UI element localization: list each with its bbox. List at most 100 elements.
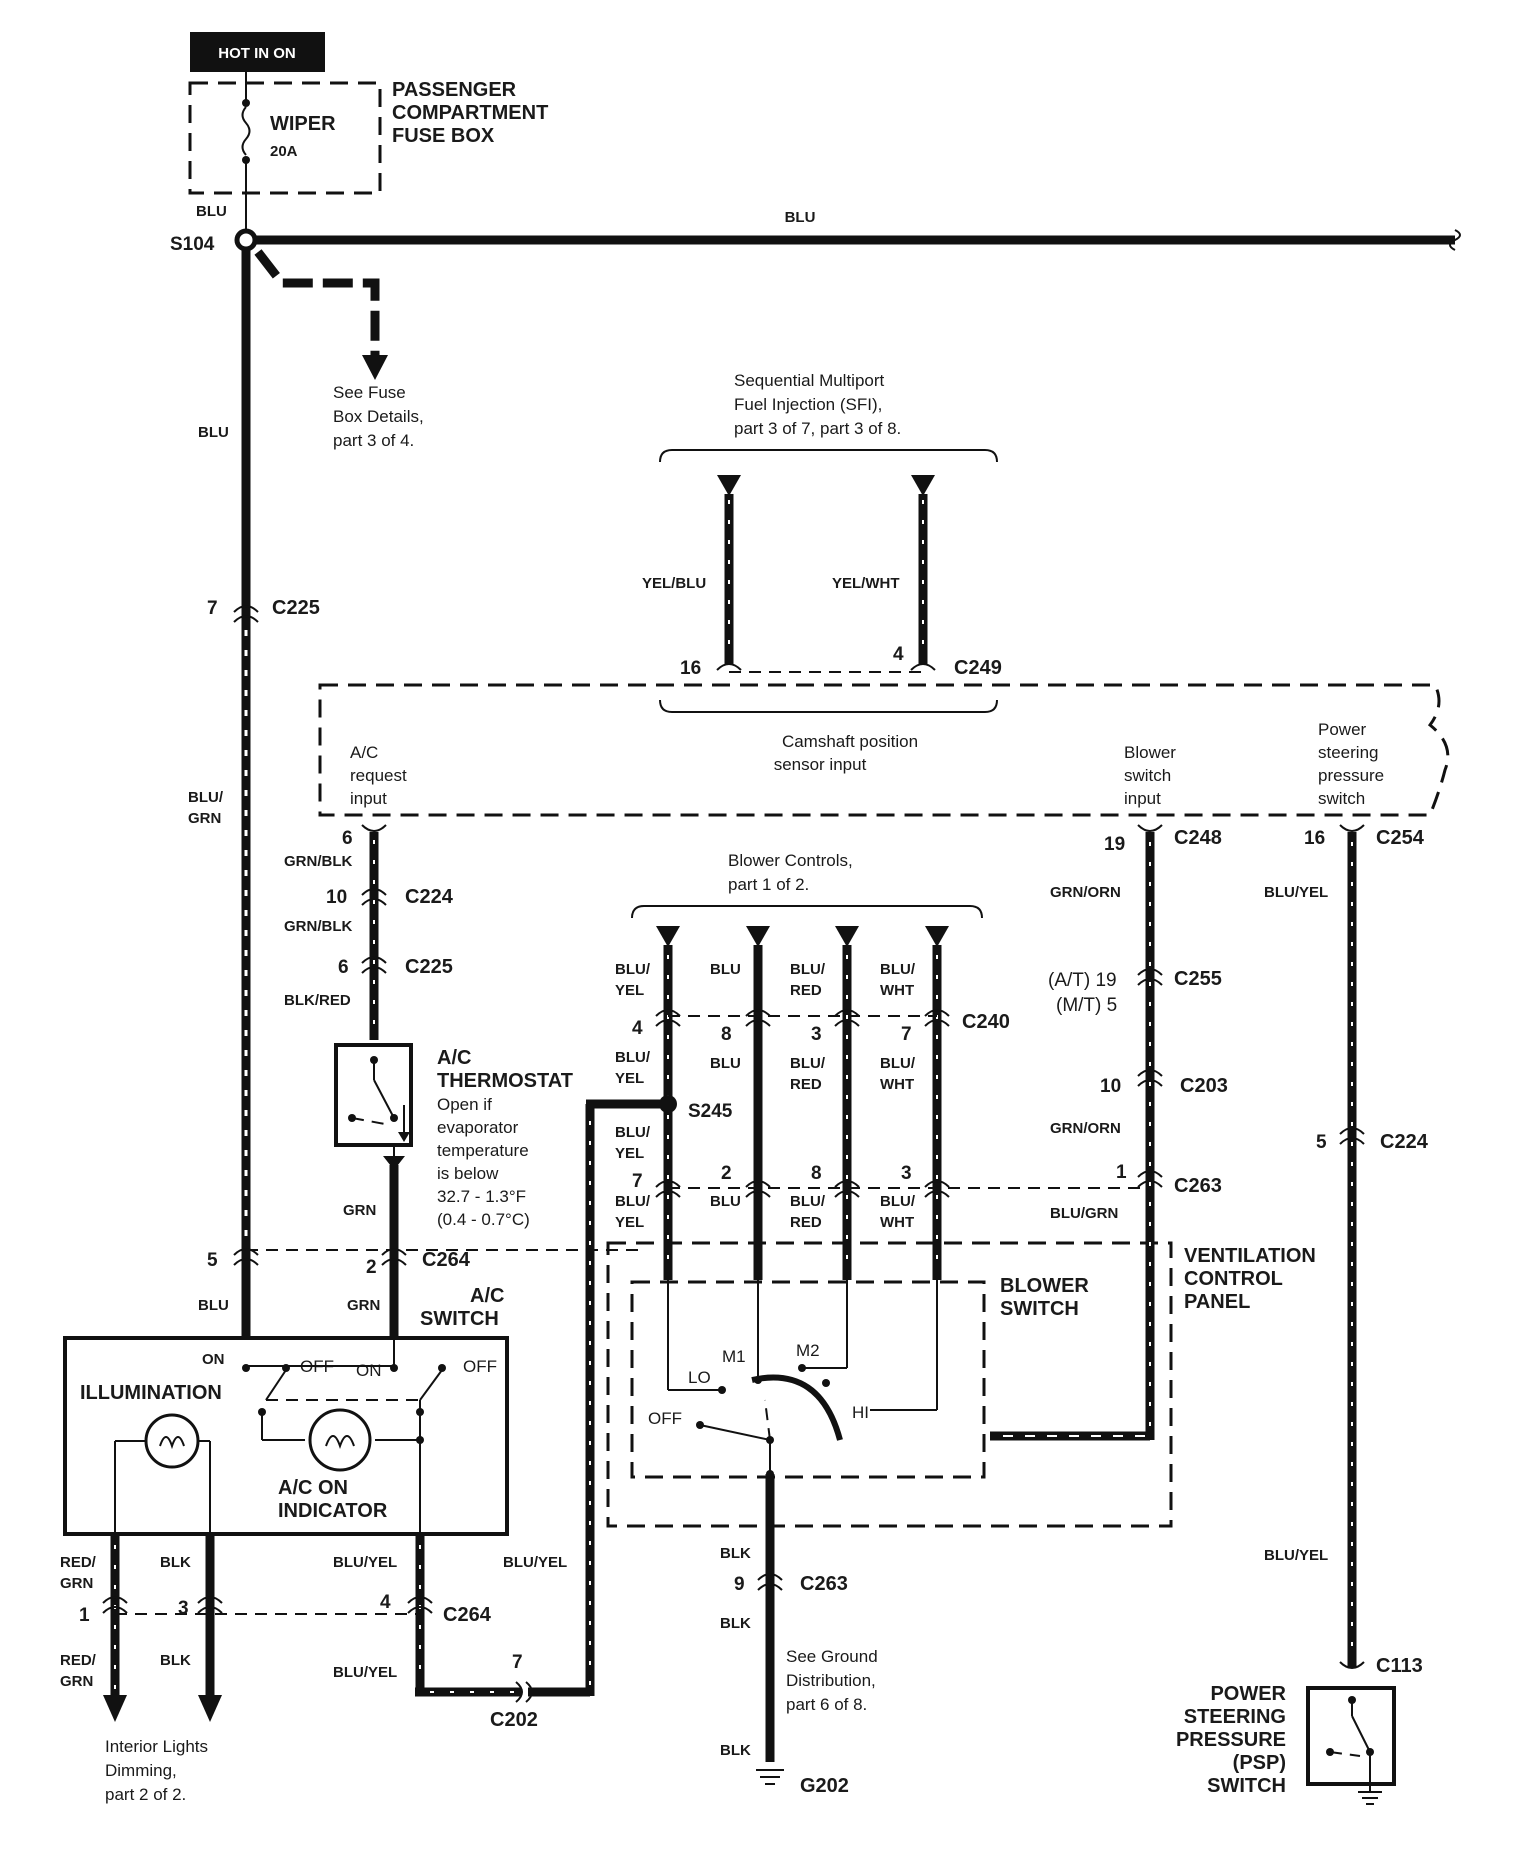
psp-switch-label-1: POWER — [1210, 1683, 1286, 1705]
c240-pin-3: 3 — [811, 1024, 822, 1045]
connector-c264-b: C264 — [443, 1604, 492, 1626]
fuse-icon — [241, 106, 251, 156]
fuse-box-title-1: PASSENGER — [392, 79, 517, 101]
c264-b-pin-4: 4 — [380, 1592, 391, 1613]
blower-r2-w4a: BLU/ — [880, 1055, 916, 1072]
ref-ground-2: Distribution, — [786, 1671, 876, 1690]
ref-interior-lights-2: Dimming, — [105, 1761, 177, 1780]
ref-blower-controls-2: part 1 of 2. — [728, 875, 809, 894]
fuse-box-title-3: FUSE BOX — [392, 125, 495, 147]
pcm-input-ac-request-1: A/C — [350, 743, 378, 762]
blower-r2-w4b: WHT — [880, 1076, 914, 1093]
switch-off-2: OFF — [463, 1357, 497, 1376]
blower-r3-w3a: BLU/ — [790, 1193, 826, 1210]
blower-position-m1: M1 — [722, 1347, 746, 1366]
c249-pin-16: 16 — [680, 658, 701, 679]
pcm-input-camshaft-2: sensor input — [774, 755, 867, 774]
connector-c255: C255 — [1174, 968, 1222, 990]
blower-r3-w1b: YEL — [615, 1214, 644, 1231]
ac-on-indicator-1: A/C ON — [278, 1477, 348, 1499]
blower-control-arrows — [656, 926, 949, 947]
pcm-module-outline — [318, 683, 1450, 817]
c225-pin-7: 7 — [207, 598, 218, 619]
wire-label-grn-orn-1: GRN/ORN — [1050, 884, 1121, 901]
ac-thermostat-desc-4: is below — [437, 1164, 499, 1183]
ground-g202-icon — [756, 1769, 784, 1785]
ac-thermostat-desc-5: 32.7 - 1.3°F — [437, 1187, 526, 1206]
blower-s245-a: BLU/ — [615, 1124, 651, 1141]
ventilation-panel-2: CONTROL — [1184, 1268, 1283, 1290]
blower-r3-w2: BLU — [710, 1193, 741, 1210]
ac-thermostat-desc-1: Open if — [437, 1095, 492, 1114]
c264-b-pin-3: 3 — [178, 1598, 189, 1619]
fuse-box-outline — [188, 81, 382, 195]
wire-label-blu-yel-2: BLU/YEL — [503, 1554, 567, 1571]
c224-pin-5: 5 — [1316, 1132, 1327, 1153]
connector-c203: C203 — [1180, 1075, 1228, 1097]
wire-label-grn-blk-1: GRN/BLK — [284, 853, 352, 870]
ac-thermostat-desc-2: evaporator — [437, 1118, 519, 1137]
ref-ground-1: See Ground — [786, 1647, 878, 1666]
c264-pin-5: 5 — [207, 1250, 218, 1271]
blower-r3-w4a: BLU/ — [880, 1193, 916, 1210]
blower-wires — [663, 945, 942, 1280]
c224-pin-10: 10 — [326, 887, 347, 908]
arrow-fuse-details — [362, 355, 388, 380]
wire-label-blu-yel-psp-2: BLU/YEL — [1264, 1547, 1328, 1564]
connector-c224-b: C224 — [1380, 1131, 1429, 1153]
ref-interior-lights-3: part 2 of 2. — [105, 1785, 186, 1804]
pcm-input-camshaft-1: Camshaft position — [782, 732, 918, 751]
ref-sfi-1: Sequential Multiport — [734, 371, 885, 390]
c264-pin-2: 2 — [366, 1257, 377, 1278]
blower-r3-w1a: BLU/ — [615, 1193, 651, 1210]
ref-sfi-2: Fuel Injection (SFI), — [734, 395, 882, 414]
blower-position-hi: HI — [852, 1403, 869, 1422]
ground-psp-icon — [1358, 1791, 1382, 1805]
wire-label-blu-yel-3: BLU/YEL — [333, 1664, 397, 1681]
ac-request-pin-6: 6 — [342, 828, 353, 849]
blower-switch-label-1: BLOWER — [1000, 1275, 1089, 1297]
fuse-box-title-2: COMPARTMENT — [392, 102, 548, 124]
wire-label-blk-2: BLK — [160, 1652, 191, 1669]
wire-label-blk-red: BLK/RED — [284, 992, 351, 1009]
ac-thermostat-title-2: THERMOSTAT — [437, 1070, 573, 1092]
ac-on-indicator-2: INDICATOR — [278, 1500, 388, 1522]
blower-r2-w2: BLU — [710, 1055, 741, 1072]
wire-label-blu-mid: BLU — [198, 424, 229, 441]
wire-label-red-grn-2a: RED/ — [60, 1652, 97, 1669]
c240-pin-8: 8 — [721, 1024, 732, 1045]
pcm-input-ac-request-3: input — [350, 789, 387, 808]
psp-switch-label-3: PRESSURE — [1176, 1729, 1286, 1751]
wire-label-yel-blu: YEL/BLU — [642, 575, 706, 592]
c263-pin-7: 7 — [632, 1171, 643, 1192]
wire-label-blu-right: BLU — [785, 209, 816, 226]
wire-label-blu-grn-2: GRN — [188, 810, 221, 827]
wire-label-blk-1: BLK — [160, 1554, 191, 1571]
ref-interior-lights-1: Interior Lights — [105, 1737, 208, 1756]
ac-thermostat-desc-6: (0.4 - 0.7°C) — [437, 1210, 530, 1229]
wire-label-grn-2: GRN — [347, 1297, 380, 1314]
power-source-label: HOT IN ON — [218, 45, 296, 62]
blower-r2-w3b: RED — [790, 1076, 822, 1093]
psp-switch-label-2: STEERING — [1184, 1706, 1286, 1728]
pcm-input-ps-3: pressure — [1318, 766, 1384, 785]
blower-r1-w4b: WHT — [880, 982, 914, 999]
c255-pin-mt: (M/T) 5 — [1056, 995, 1117, 1016]
blower-switch-label-2: SWITCH — [1000, 1298, 1079, 1320]
wire-label-blu-yel-1: BLU/YEL — [333, 1554, 397, 1571]
blower-r1-w2: BLU — [710, 961, 741, 978]
pcm-input-ps-1: Power — [1318, 720, 1367, 739]
connector-c263-a: C263 — [1174, 1175, 1222, 1197]
blower-r1-w3a: BLU/ — [790, 961, 826, 978]
ac-thermostat-title-1: A/C — [437, 1047, 471, 1069]
fuse-rating: 20A — [270, 143, 298, 160]
blower-position-m2: M2 — [796, 1341, 820, 1360]
blower-r1-w4a: BLU/ — [880, 961, 916, 978]
wire-label-blu-yel-psp-1: BLU/YEL — [1264, 884, 1328, 901]
blower-position-lo: LO — [688, 1368, 711, 1387]
c249-pin-4: 4 — [893, 644, 904, 665]
c202-pin-7: 7 — [512, 1652, 523, 1673]
illumination-label: ILLUMINATION — [80, 1382, 222, 1404]
psp-switch-label-4: (PSP) — [1233, 1752, 1286, 1774]
